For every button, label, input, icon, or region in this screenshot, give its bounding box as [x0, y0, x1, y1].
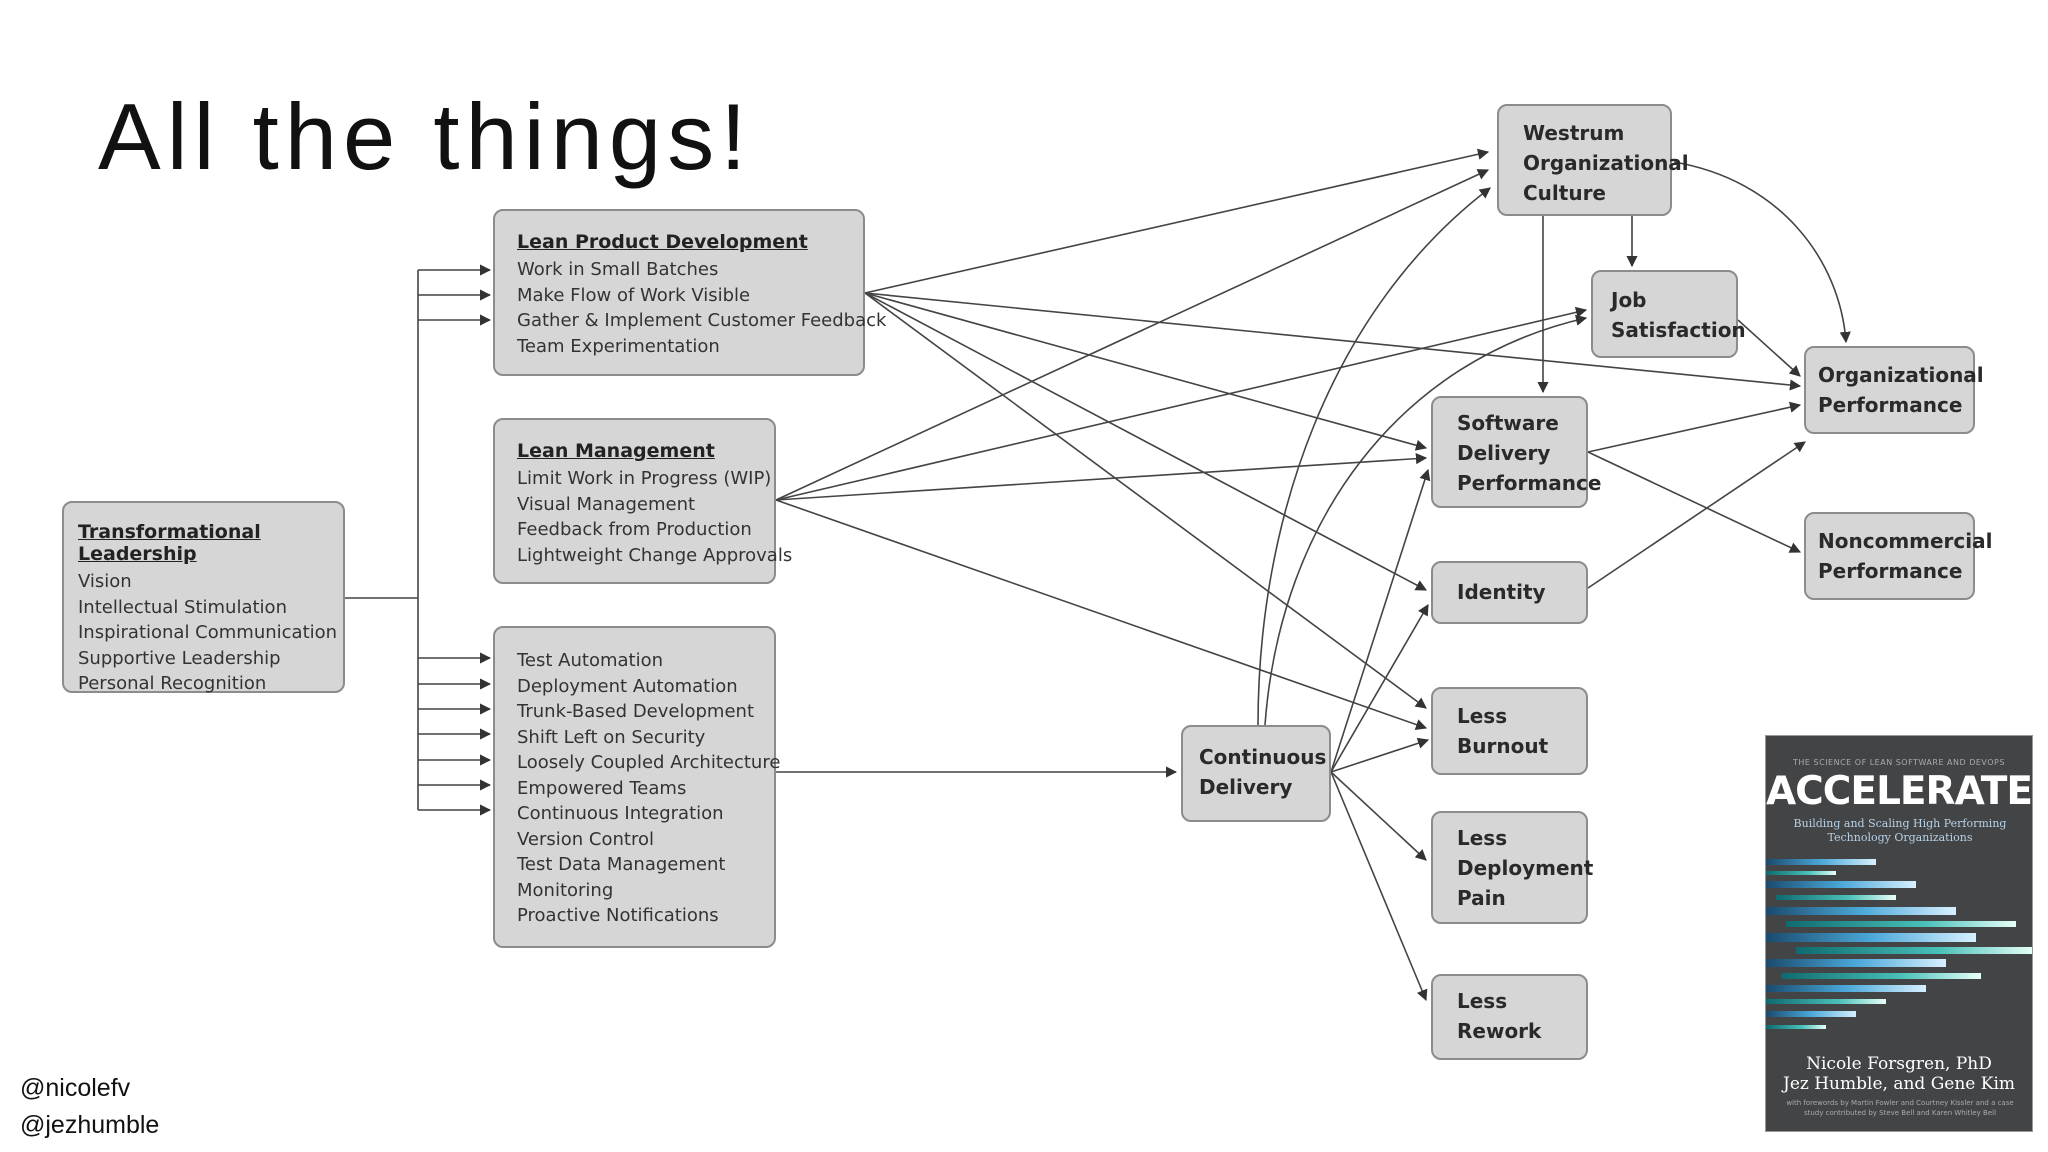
arrow-lpd-to-orgperf: [864, 292, 1802, 391]
arrow-lm-to-westrum: [775, 169, 1490, 501]
arrow-identity-to-orgperf: [1587, 441, 1806, 589]
job-satisfaction-box: Job Satisfaction: [1591, 270, 1746, 358]
transformational-leadership-heading: Transformational Leadership: [78, 521, 261, 565]
tl-item: Intellectual Stimulation: [78, 596, 287, 618]
identity-box: Identity: [1431, 561, 1588, 624]
tp-item: Trunk-Based Development: [517, 701, 754, 722]
arrow-cd-to-identity: [1330, 604, 1429, 773]
tp-item: Shift Left on Security: [517, 726, 706, 748]
book-subtitle: Building and Scaling High Performing Tec…: [1793, 817, 2007, 844]
arrow-cd-to-westrum: [1257, 187, 1491, 726]
organizational-performance-label: Organizational Performance: [1818, 363, 1984, 417]
noncommercial-performance-label: Noncommercial Performance: [1818, 529, 1993, 583]
lean-product-development-heading: Lean Product Development: [517, 231, 808, 253]
twitter-handles: @nicolefv @jezhumble: [20, 1070, 159, 1144]
less-rework-label: Less Rework: [1457, 989, 1542, 1043]
arrow-westrum-to-orgperf: [1673, 161, 1851, 344]
handle-jezhumble: @jezhumble: [20, 1111, 160, 1139]
technical-practices-box: Test Automation Deployment Automation Tr…: [493, 626, 781, 948]
lpd-item: Make Flow of Work Visible: [517, 284, 751, 306]
handle-nicolefv: @nicolefv: [20, 1074, 131, 1102]
less-deployment-pain-label: Less Deployment Pain: [1457, 826, 1594, 910]
tp-item: Test Automation: [517, 650, 664, 671]
software-delivery-performance-box: Software Delivery Performance: [1431, 396, 1602, 508]
tl-item: Inspirational Communication: [78, 622, 338, 643]
arrow-lpd-to-burnout: [864, 292, 1427, 709]
lean-management-box: Lean Management Limit Work in Progress (…: [493, 418, 793, 584]
arrow-cd-to-sdp: [1330, 468, 1431, 773]
lm-item: Lightweight Change Approvals: [517, 544, 793, 566]
lpd-item: Gather & Implement Customer Feedback: [517, 310, 887, 331]
book-cover: THE SCIENCE OF LEAN SOFTWARE AND DEVOPS …: [1765, 735, 2033, 1132]
lpd-item: Work in Small Batches: [517, 259, 719, 280]
westrum-culture-box: Westrum Organizational Culture: [1497, 104, 1689, 216]
arrow-jobsat-to-orgperf: [1737, 319, 1801, 377]
arrow-lpd-to-sdp: [864, 292, 1428, 451]
arrow-lpd-to-westrum: [864, 148, 1490, 294]
arrow-lm-to-sdp: [775, 453, 1428, 501]
tp-item: Empowered Teams: [517, 777, 687, 799]
arrow-cd-to-deploypain: [1330, 771, 1427, 861]
arrow-cd-to-jobsat: [1264, 314, 1588, 726]
less-deployment-pain-box: Less Deployment Pain: [1431, 811, 1594, 924]
arrow-lm-to-burnout: [775, 499, 1428, 730]
lean-product-development-box: Lean Product Development Work in Small B…: [493, 209, 887, 376]
arrow-cd-to-burnout: [1330, 737, 1430, 773]
less-rework-box: Less Rework: [1431, 974, 1588, 1060]
less-burnout-label: Less Burnout: [1457, 704, 1549, 758]
book-streaks-art: [1766, 859, 2032, 1029]
tp-item: Test Data Management: [517, 854, 726, 875]
tp-item: Deployment Automation: [517, 675, 738, 697]
arrow-cd-to-rework: [1330, 771, 1428, 1002]
transformational-leadership-box: Transformational Leadership Vision Intel…: [62, 501, 345, 694]
slide-title: All the things!: [98, 84, 753, 189]
noncommercial-performance-box: Noncommercial Performance: [1804, 512, 1993, 600]
lm-item: Feedback from Production: [517, 519, 752, 540]
lm-item: Limit Work in Progress (WIP): [517, 468, 772, 489]
less-burnout-box: Less Burnout: [1431, 687, 1588, 775]
lean-management-heading: Lean Management: [517, 440, 715, 462]
book-credits: with forewords by Martin Fowler and Cour…: [1786, 1099, 2014, 1117]
arrow-sdp-to-noncommercial: [1587, 451, 1802, 553]
tp-item: Continuous Integration: [517, 803, 724, 824]
tp-item: Version Control: [517, 828, 654, 850]
lm-item: Visual Management: [517, 493, 696, 515]
software-delivery-performance-label: Software Delivery Performance: [1457, 411, 1602, 495]
book-series: THE SCIENCE OF LEAN SOFTWARE AND DEVOPS: [1793, 758, 2005, 767]
book-title: ACCELERATE: [1766, 769, 2032, 814]
tp-item: Monitoring: [517, 879, 614, 901]
arrow-lm-to-jobsat: [775, 306, 1588, 501]
book-authors: Nicole Forsgren, PhD Jez Humble, and Gen…: [1783, 1054, 2015, 1094]
continuous-delivery-label: Continuous Delivery: [1199, 745, 1327, 799]
tl-item: Supportive Leadership: [78, 647, 281, 669]
tp-item: Proactive Notifications: [517, 905, 719, 926]
identity-label: Identity: [1457, 580, 1546, 604]
westrum-culture-label: Westrum Organizational Culture: [1523, 121, 1689, 205]
tp-item: Loosely Coupled Architecture: [517, 752, 781, 773]
arrow-sdp-to-orgperf: [1587, 401, 1802, 453]
organizational-performance-box: Organizational Performance: [1804, 346, 1984, 434]
arrow-lpd-to-identity: [864, 292, 1427, 591]
tl-item: Personal Recognition: [78, 673, 267, 694]
tl-item: Vision: [78, 571, 132, 592]
job-satisfaction-label: Job Satisfaction: [1611, 288, 1746, 342]
lpd-item: Team Experimentation: [517, 335, 720, 357]
continuous-delivery-box: Continuous Delivery: [1181, 725, 1331, 822]
